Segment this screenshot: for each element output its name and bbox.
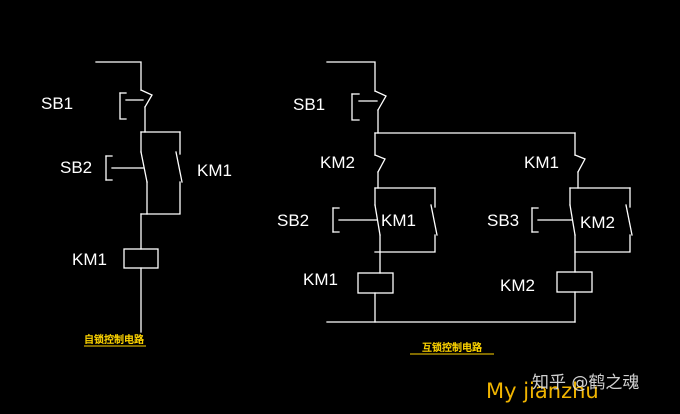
right-km1-no-contact-symbol: [430, 204, 438, 236]
watermark: My jianzhu 知乎 @鹤之魂: [486, 373, 639, 403]
watermark-site: 知乎 @鹤之魂: [532, 373, 639, 393]
right-sb2-button-symbol: [332, 204, 381, 236]
right-sb1-button-symbol: [351, 90, 387, 121]
right-top-wire: [326, 61, 376, 92]
right-km2-coil: [556, 271, 593, 293]
right-label-sb2: SB2: [277, 211, 309, 230]
left-caption: 自锁控制电路: [84, 333, 145, 346]
left-label-sb2: SB2: [60, 158, 92, 177]
right-label-km2-coil: KM2: [500, 276, 535, 295]
self-latching-circuit: SB1 SB2 KM1 KM1 自锁控制电路: [41, 61, 232, 347]
right-km2-no-contact-symbol: [625, 204, 633, 236]
left-top-wire: [95, 61, 142, 91]
interlock-circuit: SB1 KM2 KM1 SB2 KM1 SB3 KM2 KM1 KM2 互锁控制…: [277, 61, 633, 355]
right-label-sb3: SB3: [487, 211, 519, 230]
right-label-km1-no: KM1: [381, 211, 416, 230]
right-km1-coil: [357, 272, 394, 294]
left-km1-lower-wire: [140, 181, 181, 215]
left-sb1-button-symbol: [119, 89, 153, 120]
right-km2-nc-contact-symbol: [374, 154, 386, 173]
left-km1-coil: [123, 248, 159, 269]
right-km1-nc-contact-symbol: [574, 154, 586, 173]
left-label-km1-contact: KM1: [197, 161, 232, 180]
right-label-km1-coil: KM1: [303, 270, 338, 289]
right-label-km2-no: KM2: [580, 213, 615, 232]
right-label-km2-nc: KM2: [320, 153, 355, 172]
left-label-km1-coil: KM1: [72, 250, 107, 269]
left-sb2-button-symbol: [105, 151, 148, 183]
watermark-brand: My jianzhu: [486, 379, 599, 403]
right-label-sb1: SB1: [293, 95, 325, 114]
right-label-km1-nc: KM1: [524, 153, 559, 172]
right-km2-no-lower-wire: [574, 234, 631, 253]
left-km1-contact-symbol: [175, 151, 183, 183]
right-sb3-button-symbol: [531, 204, 576, 236]
right-caption: 互锁控制电路: [422, 341, 483, 354]
left-label-sb1: SB1: [41, 94, 73, 113]
right-km1-no-lower-wire: [374, 234, 436, 253]
